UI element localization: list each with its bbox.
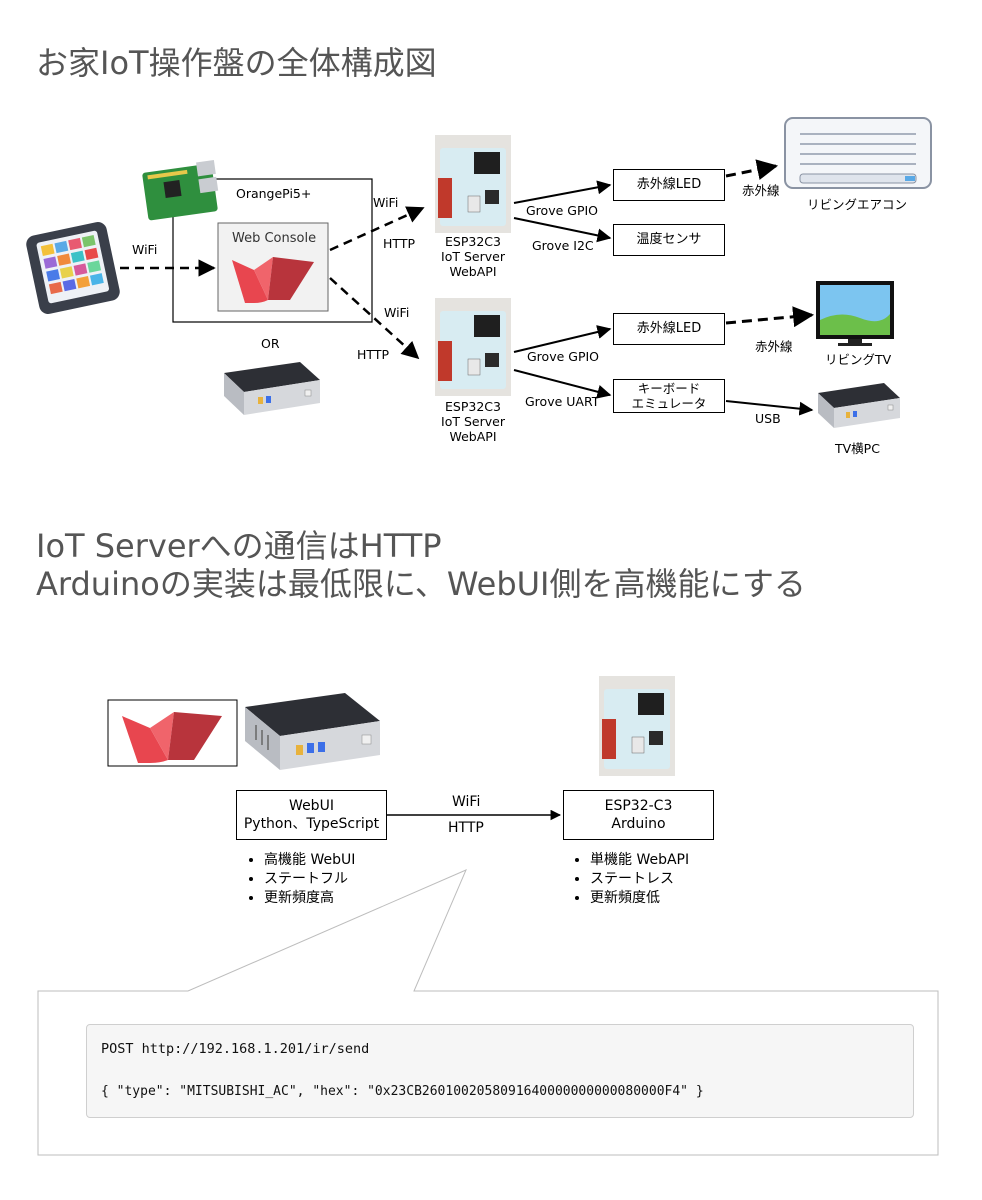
temp-sensor-label: 温度センサ — [636, 231, 702, 247]
esp32c3-line2: Arduino — [611, 816, 666, 832]
esp-upper-line3: WebAPI — [449, 264, 497, 279]
esp-lower-line1: ESP32C3 — [445, 399, 501, 414]
phone-wifi-label: WiFi — [132, 242, 158, 257]
esp32-board-upper-icon — [435, 135, 511, 233]
list-item: 単機能 WebAPI — [590, 851, 689, 870]
webui-line2: Python、TypeScript — [243, 816, 380, 832]
orangepi-label: OrangePi5+ — [236, 186, 312, 201]
link-lower-wifi: WiFi — [384, 305, 410, 320]
bottom-http-label: HTTP — [448, 820, 484, 836]
code-line-request: POST http://192.168.1.201/ir/send — [101, 1041, 370, 1057]
esp32-board-lower-icon — [435, 298, 511, 396]
esp-upper-label: ESP32C3 IoT Server WebAPI — [423, 234, 523, 279]
streamlit-logo-large-icon — [122, 712, 222, 763]
keyboard-emulator-line1: キーボード — [637, 381, 701, 396]
esp-lower-line2: IoT Server — [441, 414, 505, 429]
ir-to-tv-arrow — [725, 306, 815, 328]
air-conditioner-icon — [784, 117, 932, 189]
ir-1-label: 赤外線 — [742, 183, 780, 198]
tv-pc-label: TV横PC — [835, 441, 880, 456]
console-to-esp1-arrow — [329, 206, 425, 252]
ir-led-2-box: 赤外線LED — [613, 313, 725, 345]
temp-sensor-box: 温度センサ — [613, 224, 725, 256]
orangepi-board-icon — [142, 159, 219, 221]
esp-upper-line1: ESP32C3 — [445, 234, 501, 249]
esp1-i2c-arrow — [513, 217, 612, 243]
usb-label: USB — [755, 411, 781, 426]
link-upper-http: HTTP — [383, 236, 415, 251]
esp-lower-line3: WebAPI — [449, 429, 497, 444]
grove-i2c-label: Grove I2C — [532, 238, 594, 253]
link-upper-wifi: WiFi — [373, 195, 399, 210]
ir-led-1-label: 赤外線LED — [636, 176, 702, 192]
tv-icon — [816, 281, 894, 346]
list-item: 更新頻度低 — [590, 889, 689, 908]
esp32-board-bottom-icon — [599, 676, 675, 776]
streamlit-logo-icon — [232, 257, 314, 303]
web-console-label: Web Console — [232, 231, 317, 246]
section-title-line2: Arduinoの実装は最低限に、WebUI側を高機能にする — [36, 565, 806, 603]
mini-pc-icon — [224, 362, 320, 415]
ir-led-2-label: 赤外線LED — [636, 320, 702, 336]
smartphone-icon — [26, 222, 120, 314]
ir-led-1-box: 赤外線LED — [613, 169, 725, 201]
list-item: ステートレス — [590, 870, 689, 889]
webui-line1: WebUI — [289, 797, 334, 814]
tv-label: リビングTV — [825, 352, 892, 367]
esp2-gpio-arrow — [513, 325, 612, 353]
console-to-esp2-arrow — [329, 277, 420, 360]
esp32c3-box: ESP32-C3 Arduino — [563, 790, 714, 840]
aircon-label: リビングエアコン — [807, 197, 908, 212]
link-lower-http: HTTP — [357, 347, 389, 362]
ir-2-label: 赤外線 — [755, 339, 793, 354]
grove-gpio-2-label: Grove GPIO — [527, 349, 600, 364]
section-title-line1: IoT Serverへの通信はHTTP — [36, 527, 442, 565]
ir-to-aircon-arrow — [725, 159, 779, 181]
bottom-wifi-label: WiFi — [452, 794, 481, 810]
esp-feature-list: 単機能 WebAPI ステートレス 更新頻度低 — [570, 851, 689, 908]
webui-box: WebUI Python、TypeScript — [236, 790, 387, 840]
esp2-uart-arrow — [513, 369, 612, 399]
grove-gpio-1-label: Grove GPIO — [526, 203, 599, 218]
page-title: お家IoT操作盤の全体構成図 — [36, 44, 437, 82]
code-line-body: { "type": "MITSUBISHI_AC", "hex": "0x23C… — [101, 1084, 704, 1099]
tv-side-pc-icon — [818, 383, 900, 428]
usb-to-pc-arrow — [725, 400, 814, 416]
orangepi-box — [172, 178, 373, 323]
esp-lower-label: ESP32C3 IoT Server WebAPI — [423, 399, 523, 444]
mini-pc-large-icon — [245, 693, 380, 770]
esp32c3-line1: ESP32-C3 — [604, 797, 673, 814]
webui-feature-list: 高機能 WebUI ステートフル 更新頻度高 — [244, 851, 355, 908]
grove-uart-label: Grove UART — [525, 394, 600, 409]
or-label: OR — [261, 336, 280, 351]
keyboard-emulator-line2: エミュレータ — [631, 396, 707, 411]
list-item: 更新頻度高 — [264, 889, 355, 908]
list-item: 高機能 WebUI — [264, 851, 355, 870]
esp1-gpio-arrow — [513, 180, 612, 204]
code-block — [86, 1024, 914, 1118]
keyboard-emulator-box: キーボード エミュレータ — [613, 379, 725, 413]
list-item: ステートフル — [264, 870, 355, 889]
esp-upper-line2: IoT Server — [441, 249, 505, 264]
